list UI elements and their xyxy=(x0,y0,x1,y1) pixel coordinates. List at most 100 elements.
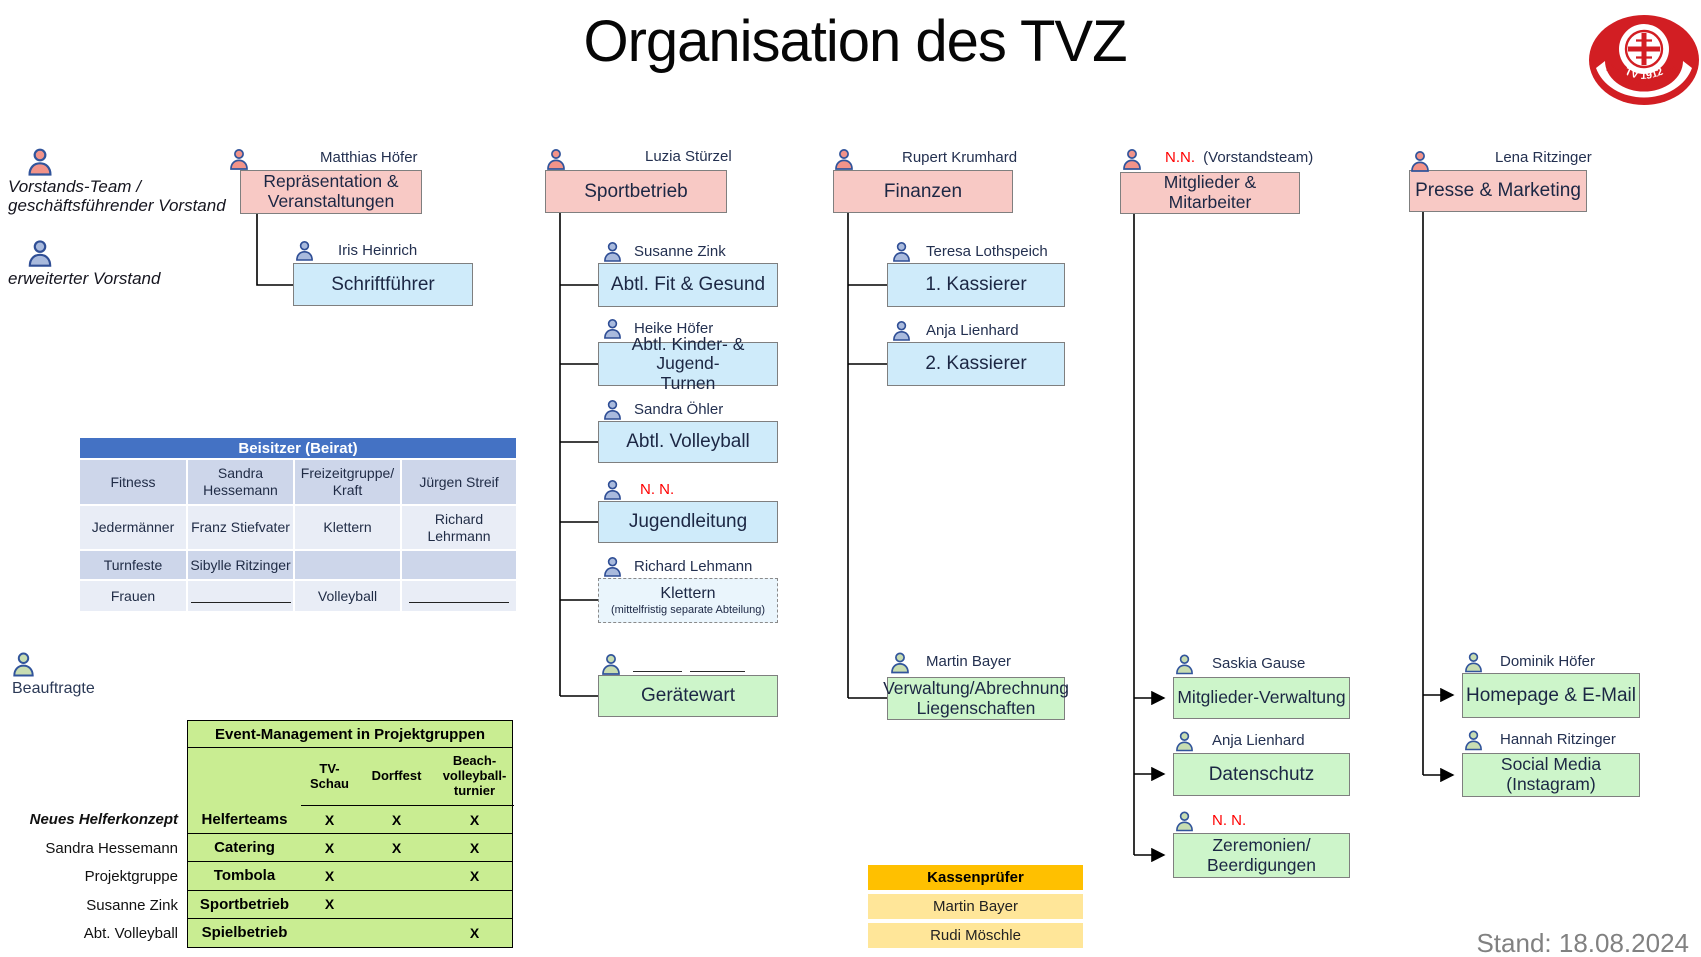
vacant-name-line xyxy=(633,671,682,672)
club-logo: TV 1912 ZUNSWEIER xyxy=(1589,15,1699,105)
person-icon xyxy=(546,148,566,170)
person-name: Hannah Ritzinger xyxy=(1500,731,1616,748)
event-left-label: Susanne Zink xyxy=(86,897,178,914)
event-mark: X xyxy=(469,811,480,828)
node-kassierer2: 2. Kassierer xyxy=(887,342,1065,386)
person-icon xyxy=(834,148,854,170)
event-table-title: Event-Management in Projektgruppen xyxy=(188,721,512,748)
node-zeremonien: Zeremonien/ Beerdigungen xyxy=(1173,833,1350,878)
node-volleyball: Abtl. Volleyball xyxy=(598,421,778,463)
person-name-note: (Vorstandsteam) xyxy=(1203,149,1314,166)
person-name: Susanne Zink xyxy=(634,243,726,260)
person-icon-erweitert xyxy=(27,239,53,267)
table-cell xyxy=(402,551,516,579)
person-name: Heike Höfer xyxy=(634,320,714,337)
event-left-label: Sandra Hessemann xyxy=(45,840,178,857)
person-name: N.N. (Vorstandsteam) xyxy=(1165,149,1313,166)
page-title: Organisation des TVZ xyxy=(583,9,1127,74)
legend-erweitert-label: erweiterter Vorstand xyxy=(8,269,161,288)
person-icon xyxy=(295,240,314,261)
vacant-name-line xyxy=(409,590,509,603)
person-icon-vorstand xyxy=(27,147,53,176)
event-row-name: Tombola xyxy=(213,867,276,885)
person-icon xyxy=(1175,730,1194,752)
event-mark: X xyxy=(324,839,335,856)
event-mark: X xyxy=(469,924,480,941)
table-cell: Fitness xyxy=(80,460,186,504)
event-mark: X xyxy=(324,811,335,828)
event-left-label: Projektgruppe xyxy=(84,868,178,885)
table-cell: Klettern xyxy=(295,506,400,549)
person-icon xyxy=(603,318,622,339)
person-name: Lena Ritzinger xyxy=(1495,149,1592,166)
node-finanzen: Finanzen xyxy=(833,170,1013,213)
event-mark: X xyxy=(469,867,480,884)
table-cell: Jedermänner xyxy=(80,506,186,549)
event-mark: X xyxy=(391,811,402,828)
person-icon xyxy=(1410,150,1430,172)
person-name: Richard Lehmann xyxy=(634,558,753,575)
person-icon xyxy=(1122,148,1142,170)
person-name: Anja Lienhard xyxy=(926,322,1019,339)
table-cell: Volleyball xyxy=(295,581,400,611)
person-icon xyxy=(603,556,622,577)
person-icon xyxy=(603,479,622,500)
table-cell: Turnfeste xyxy=(80,551,186,579)
person-icon xyxy=(1464,729,1483,751)
table-cell: Richard Lehrmann xyxy=(402,506,516,549)
node-presse: Presse & Marketing xyxy=(1409,170,1587,212)
event-col-header: TV- Schau xyxy=(301,748,358,806)
node-klettern-label: Klettern xyxy=(660,585,716,602)
vacant-name-line xyxy=(690,671,745,672)
table-cell: Sibylle Ritzinger xyxy=(188,551,293,579)
logo-top-text: TV 1912 xyxy=(1623,66,1665,82)
table-cell-vacant xyxy=(188,581,293,611)
kassenpruefer-header: Kassenprüfer xyxy=(868,865,1083,890)
beisitzer-table-header: Beisitzer (Beirat) xyxy=(80,438,516,458)
event-row-name: Sportbetrieb xyxy=(199,895,290,913)
person-name: Anja Lienhard xyxy=(1212,732,1305,749)
person-name: Saskia Gause xyxy=(1212,655,1306,672)
person-name: Luzia Stürzel xyxy=(645,148,732,165)
event-management-table: Event-Management in Projektgruppen TV- S… xyxy=(187,720,514,948)
date-stamp: Stand: 18.08.2024 xyxy=(1476,928,1689,957)
table-cell: Franz Stiefvater xyxy=(188,506,293,549)
person-icon-beauftragte xyxy=(12,651,35,677)
node-mitglieder: Mitglieder & Mitarbeiter xyxy=(1120,172,1300,214)
node-homepage: Homepage & E-Mail xyxy=(1462,673,1640,718)
person-icon xyxy=(1175,653,1194,675)
table-cell: Sandra Hessemann xyxy=(188,460,293,504)
person-icon xyxy=(603,399,622,420)
event-col-header: Dorffest xyxy=(358,748,435,806)
person-icon xyxy=(1175,810,1194,832)
legend-beauftragte-label: Beauftragte xyxy=(12,680,95,697)
node-jugendleitung: Jugendleitung xyxy=(598,501,778,543)
node-mitglieder-verwaltung: Mitglieder-Verwaltung xyxy=(1173,677,1350,719)
svg-text:TV 1912: TV 1912 xyxy=(1623,66,1665,82)
event-left-label: Abt. Volleyball xyxy=(83,925,178,942)
event-col-header: Beach- volleyball- turnier xyxy=(435,748,514,806)
event-row-name: Spielbetrieb xyxy=(201,924,288,942)
event-mark: X xyxy=(324,896,335,913)
kassenpruefer-member: Martin Bayer xyxy=(868,894,1083,919)
kassenpruefer-member: Rudi Möschle xyxy=(868,923,1083,948)
node-klettern: Klettern (mittelfristig separate Abteilu… xyxy=(598,578,778,623)
person-name: N. N. xyxy=(1212,812,1247,829)
node-klettern-note: (mittelfristig separate Abteilung) xyxy=(610,603,766,616)
event-row-name: Catering xyxy=(214,839,275,857)
node-fit-gesund: Abtl. Fit & Gesund xyxy=(598,263,778,307)
person-name: Martin Bayer xyxy=(926,653,1012,670)
person-icon xyxy=(892,320,911,341)
table-cell: Frauen xyxy=(80,581,186,611)
node-kinder-jugend: Abtl. Kinder- & Jugend- Turnen xyxy=(598,334,778,393)
legend-vorstand-label: Vorstands-Team / geschäftsführender Vors… xyxy=(8,177,226,216)
person-icon xyxy=(1464,651,1483,673)
event-mark: X xyxy=(391,839,402,856)
event-left-label: Neues Helferkonzept xyxy=(29,811,178,828)
event-mark: X xyxy=(469,839,480,856)
table-cell xyxy=(295,551,400,579)
table-cell: Freizeitgruppe/ Kraft xyxy=(295,460,400,504)
person-name: Teresa Lothspeich xyxy=(926,243,1048,260)
person-icon xyxy=(601,652,621,676)
